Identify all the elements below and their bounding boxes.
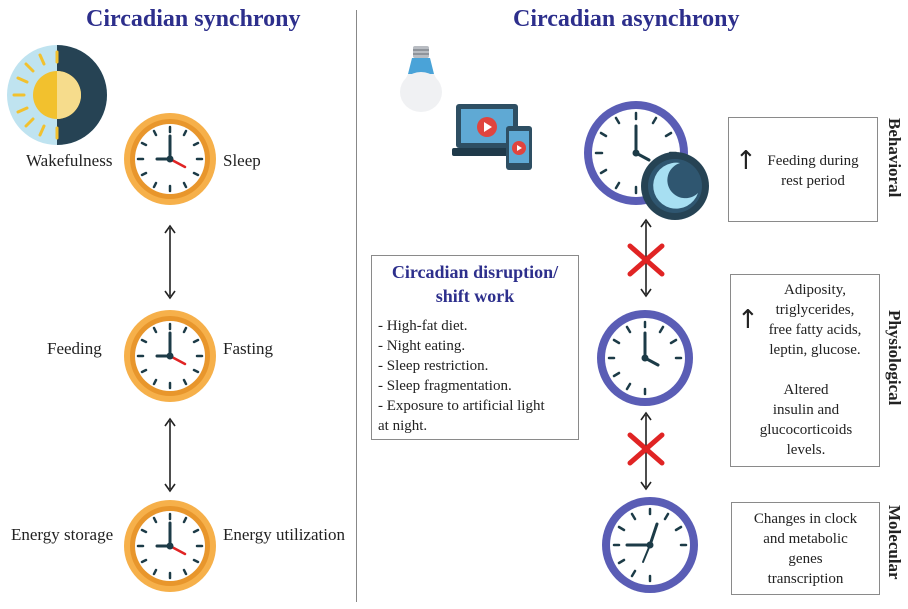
clock-icon [124,113,216,205]
physiological-level-label: Physiological [885,310,904,406]
behavioral-line: rest period [781,173,845,189]
up-arrow: ↑ [737,305,759,335]
center-divider [356,10,357,602]
molecular-line: genes [788,551,823,567]
physiological-line: glucocorticoids [759,422,853,438]
behavioral-line: Feeding during [767,153,859,169]
devices-icon [452,104,532,170]
physiological-line: free fatty acids, [768,322,862,338]
physiological-line: leptin, glucose. [769,342,861,358]
asynchrony-title: Circadian asynchrony [513,6,740,32]
disruption-list: - High-fat diet. - Night eating. - Sleep… [378,316,578,436]
double-arrow-icon [164,224,176,300]
molecular-level-label: Molecular [885,505,904,580]
list-item: at night. [378,418,428,434]
blocked-arrow-icon [627,218,665,298]
physiological-line: Altered [783,382,829,398]
disruption-title-line1: Circadian disruption/ [391,262,559,282]
blocked-arrow-icon [627,411,665,491]
molecular-line: transcription [767,571,844,587]
behavioral-level-label: Behavioral [885,118,904,198]
moon-icon [641,152,709,220]
sleep-label: Sleep [223,151,261,170]
physiological-box: ↑ Adiposity, triglycerides, free fatty a… [730,274,880,467]
clock-icon [124,310,216,402]
list-item: - High-fat diet. [378,318,468,334]
double-arrow-icon [164,417,176,493]
molecular-box: Changes in clock and metabolic genes tra… [731,502,880,595]
fasting-label: Fasting [223,339,274,358]
feeding-label: Feeding [47,339,102,358]
molecular-line: and metabolic [763,531,848,547]
energy-storage-label: Energy storage [11,525,114,544]
clock-icon [602,497,698,593]
list-item: - Sleep fragmentation. [378,378,512,394]
up-arrow: ↑ [735,146,757,176]
light-bulb-icon [400,46,442,112]
sun-moon-icon [7,45,107,145]
physiological-line: triglycerides, [775,302,855,318]
disruption-title-line2: shift work [435,286,515,306]
wakefulness-label: Wakefulness [26,151,113,170]
behavioral-box: ↑ Feeding during rest period [728,117,878,222]
list-item: - Exposure to artificial light [378,398,545,414]
physiological-line: insulin and [772,402,840,418]
disruption-box: Circadian disruption/ shift work - High-… [371,255,579,440]
list-item: - Sleep restriction. [378,358,489,374]
energy-utilization-label: Energy utilization [223,525,345,544]
physiological-line: levels. [786,442,826,458]
clock-icon [597,310,693,406]
physiological-line: Adiposity, [784,282,846,298]
molecular-line: Changes in clock [753,511,858,527]
synchrony-title: Circadian synchrony [86,6,301,32]
clock-icon [124,500,216,592]
list-item: - Night eating. [378,338,466,354]
